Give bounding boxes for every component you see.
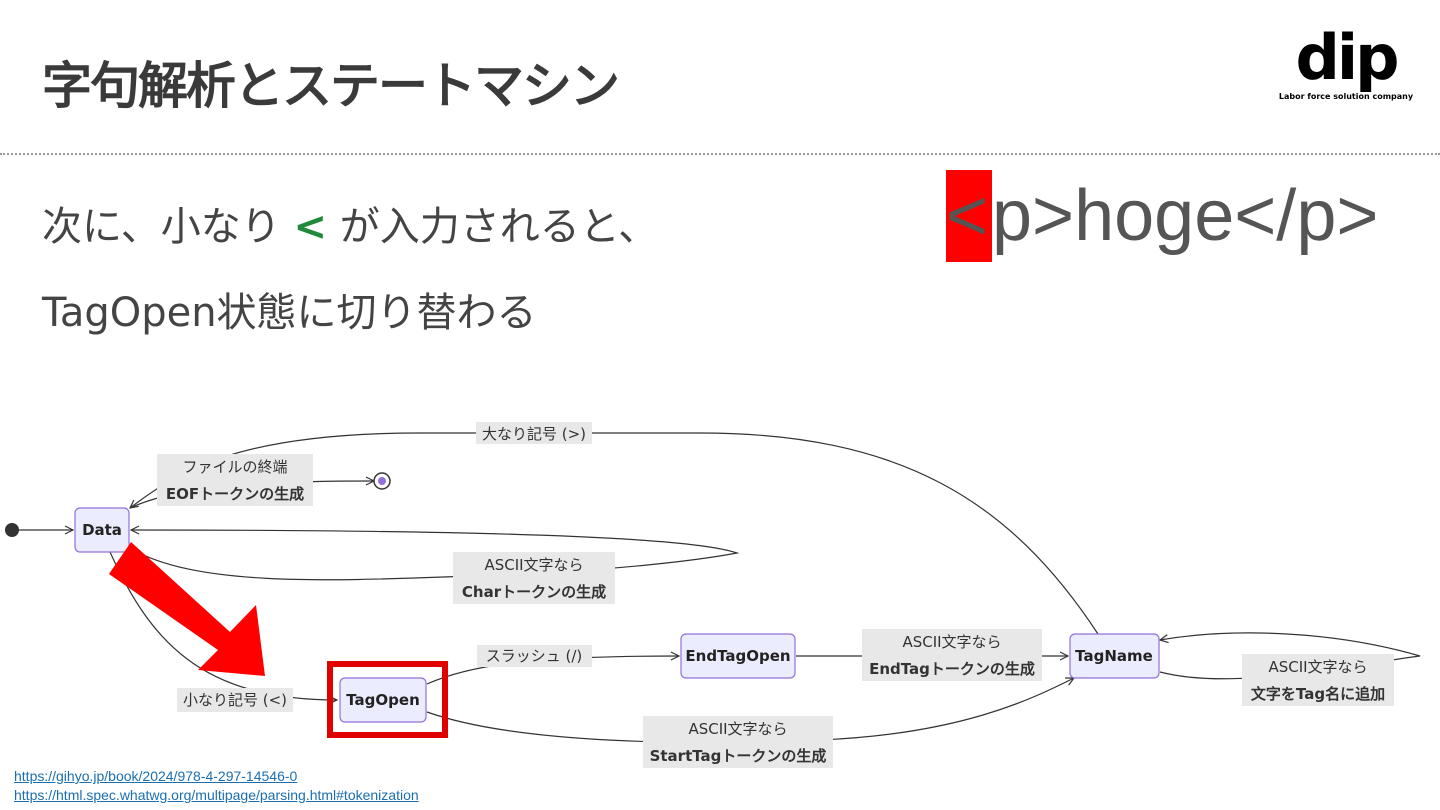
logo-word: dip: [1295, 21, 1399, 94]
tagopen-highlight-box: [327, 661, 448, 738]
html-snippet: <p>hoge</p>: [946, 170, 1378, 262]
label-eof-1: ファイルの終端: [182, 458, 287, 476]
label-starttag-1: ASCII文字なら: [688, 720, 787, 738]
label-gt: 大なり記号 (>): [482, 425, 586, 443]
explanation-line-2: TagOpen状態に切り替わる: [42, 290, 537, 336]
explanation-line-1: 次に、小なり < が入力されると、: [42, 194, 658, 252]
slide-title: 字句解析とステートマシン: [42, 57, 620, 115]
label-endtag-2: EndTagトークンの生成: [869, 660, 1035, 678]
node-endtagopen: [680, 633, 796, 679]
less-than-symbol: <: [293, 204, 328, 250]
node-tagname-label: TagName: [1075, 647, 1153, 665]
start-point: [5, 523, 19, 537]
label-eof-2: EOFトークンの生成: [166, 485, 304, 503]
red-pointer-arrow: [109, 542, 265, 676]
edge-data-char: [129, 530, 740, 581]
node-endtagopen-label: EndTagOpen: [685, 647, 790, 665]
label-slash: スラッシュ (/): [486, 647, 583, 665]
label-char-1: ASCII文字なら: [484, 556, 583, 574]
label-endtag-1: ASCII文字なら: [902, 633, 1001, 651]
node-tagname: [1069, 633, 1160, 679]
node-tagopen-label: TagOpen: [346, 691, 420, 709]
label-lt: 小なり記号 (<): [183, 691, 287, 709]
logo-tagline: Labor force solution company: [1278, 92, 1414, 101]
reference-link-gihyo[interactable]: https://gihyo.jp/book/2024/978-4-297-145…: [14, 768, 298, 784]
node-tagopen: [339, 677, 427, 723]
reference-links: https://gihyo.jp/book/2024/978-4-297-145…: [14, 767, 419, 805]
snippet-highlight: <: [946, 170, 992, 262]
node-data: [74, 507, 130, 553]
end-point-inner: [378, 477, 386, 485]
label-char-2: Charトークンの生成: [462, 583, 606, 601]
snippet-rest: p>hoge</p>: [992, 176, 1379, 256]
label-tagname-1: ASCII文字なら: [1268, 658, 1367, 676]
line1-pre: 次に、小なり: [42, 204, 281, 250]
dip-logo: dip Labor force solution company: [1276, 21, 1416, 102]
state-machine-diagram: 大なり記号 (>) ファイルの終端 EOFトークンの生成 ASCII文字なら C…: [5, 422, 1421, 768]
label-tagname-2: 文字をTag名に追加: [1251, 685, 1385, 703]
reference-link-whatwg[interactable]: https://html.spec.whatwg.org/multipage/p…: [14, 787, 419, 803]
line1-post: が入力されると、: [339, 204, 659, 250]
title-divider: [0, 153, 1440, 155]
edge-tagname-loop: [1160, 632, 1421, 680]
node-data-label: Data: [82, 521, 122, 539]
label-starttag-2: StartTagトークンの生成: [650, 747, 827, 765]
